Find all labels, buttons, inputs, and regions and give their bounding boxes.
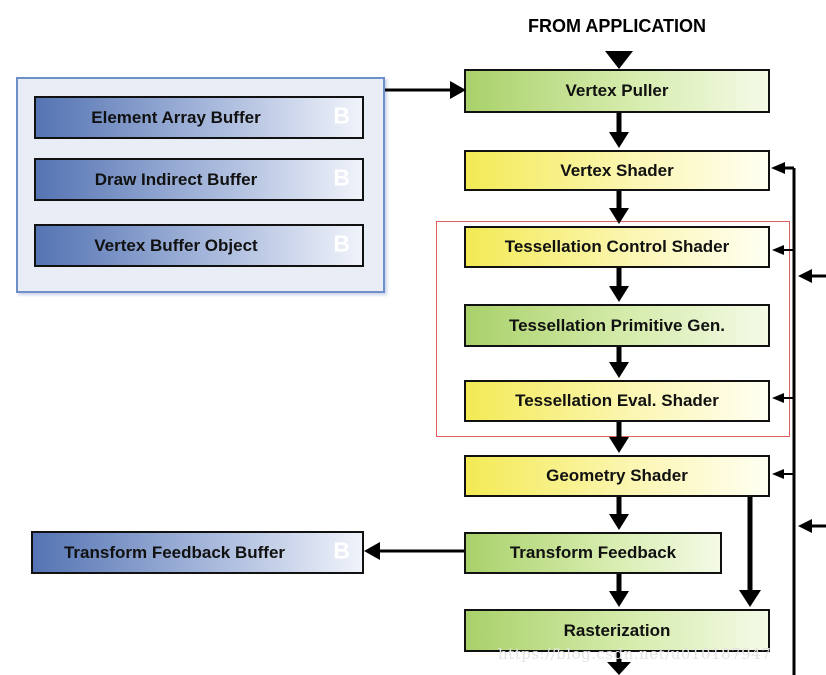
buffer-badge: B [333, 101, 350, 128]
vertex-buffer-object: Vertex Buffer Object B [34, 224, 364, 267]
element-array-buffer-label: Element Array Buffer [91, 107, 261, 127]
feedback-to-buffer-arrow [364, 542, 464, 560]
vertex-puller-stage: Vertex Puller [464, 69, 770, 113]
transform-feedback-buffer: Transform Feedback Buffer B [31, 531, 364, 574]
rasterization-label: Rasterization [563, 620, 671, 640]
external-input-arrow-upper [798, 269, 826, 283]
primitive-to-tesseval-arrow [609, 347, 629, 378]
buffer-badge: B [333, 229, 350, 256]
feedback-to-raster-arrow [609, 574, 629, 607]
bus-to-tess-control-arrow [772, 245, 794, 255]
buffer-badge: B [333, 163, 350, 190]
tess-eval-label: Tessellation Eval. Shader [515, 391, 719, 410]
tess-primitive-label: Tessellation Primitive Gen. [508, 315, 726, 335]
arrowhead-from-application [605, 51, 633, 69]
geometry-to-feedback-arrow [609, 497, 629, 530]
rasterization-stage: Rasterization [464, 609, 770, 652]
watermark: https://blog.csdn.net/u010187947 [498, 645, 772, 663]
buffer-to-puller-arrowhead [450, 81, 466, 99]
vertex-puller-label: Vertex Puller [565, 81, 669, 100]
geometry-shader-stage: Geometry Shader [464, 455, 770, 497]
bus-to-tess-eval-arrow [772, 393, 794, 403]
geometry-to-raster-bypass-arrow [739, 497, 761, 607]
element-array-buffer: Element Array Buffer B [34, 96, 364, 139]
raster-out-arrow [607, 652, 631, 675]
tesseval-to-geometry-arrow [609, 422, 629, 453]
tess-control-stage: Tessellation Control Shader [464, 226, 770, 268]
transform-feedback-stage: Transform Feedback [464, 532, 722, 574]
diagram-title: FROM APPLICATION [528, 16, 706, 36]
tess-eval-stage: Tessellation Eval. Shader [464, 380, 770, 422]
transform-feedback-label: Transform Feedback [509, 543, 677, 562]
tess-control-label: Tessellation Control Shader [504, 237, 730, 256]
tessellation-group [436, 221, 790, 437]
vertex-shader-label: Vertex Shader [560, 160, 674, 180]
vertex-to-tesscontrol-arrow [609, 191, 629, 224]
draw-indirect-buffer-label: Draw Indirect Buffer [94, 169, 258, 189]
tess-primitive-stage: Tessellation Primitive Gen. [464, 304, 770, 347]
transform-feedback-buffer-label: Transform Feedback Buffer [63, 542, 286, 562]
puller-to-vertex-arrow [609, 113, 629, 148]
draw-indirect-buffer: Draw Indirect Buffer B [34, 158, 364, 201]
bus-to-geometry-arrow [772, 469, 794, 479]
external-input-arrow-lower [798, 519, 826, 533]
vertex-shader-stage: Vertex Shader [464, 150, 770, 191]
bus-to-vertex-shader-arrow [771, 162, 794, 174]
geometry-shader-label: Geometry Shader [546, 466, 688, 485]
tesscontrol-to-primitive-arrow [609, 268, 629, 302]
vertex-buffer-object-label: Vertex Buffer Object [94, 235, 258, 255]
buffer-badge: B [333, 536, 350, 563]
